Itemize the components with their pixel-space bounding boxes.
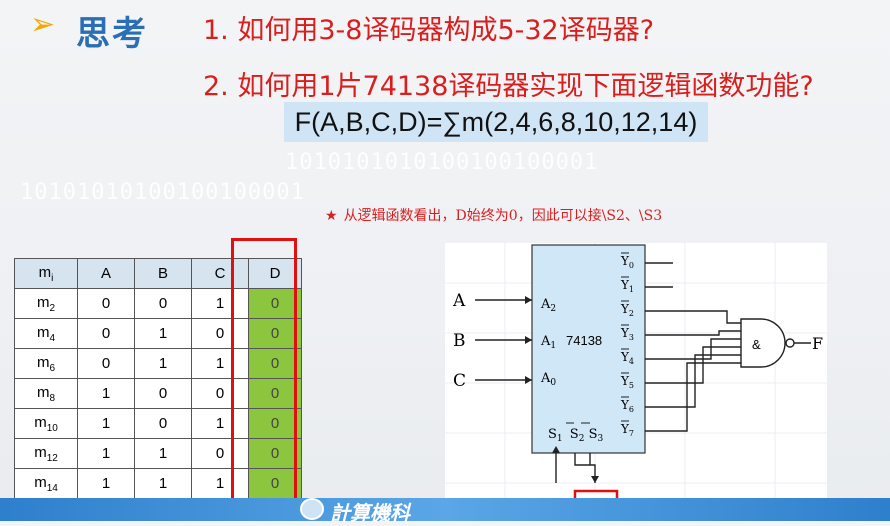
table-row: m14 1 1 1 0 bbox=[14, 468, 302, 499]
svg-text:Y1: Y1 bbox=[620, 278, 634, 294]
cell-d: 0 bbox=[248, 318, 302, 349]
decoder-circuit: A B C A2 A1 74138 A0 S1 S2 S3 Y0 Y1 Y2 Y… bbox=[445, 243, 827, 521]
footer-logo-text: 計算機科 bbox=[330, 501, 410, 525]
svg-text:Y6: Y6 bbox=[620, 398, 634, 414]
table-row: m2 0 0 1 0 bbox=[14, 288, 302, 319]
col-header-d: D bbox=[248, 258, 302, 289]
cell-a: 1 bbox=[77, 438, 135, 469]
bullet-arrow-icon: ➢ bbox=[30, 8, 56, 41]
logic-formula: F(A,B,C,D)=∑m(2,4,6,8,10,12,14) bbox=[284, 102, 708, 142]
cell-minterm: m10 bbox=[14, 408, 78, 439]
svg-text:Y0: Y0 bbox=[620, 254, 634, 270]
input-label-c: C bbox=[453, 371, 466, 391]
circuit-svg: A B C A2 A1 74138 A0 S1 S2 S3 Y0 Y1 Y2 Y… bbox=[445, 243, 827, 521]
cell-b: 0 bbox=[134, 288, 192, 319]
d-column-highlight bbox=[231, 238, 297, 508]
col-header-c: C bbox=[191, 258, 249, 289]
input-label-b: B bbox=[453, 331, 466, 351]
cell-d: 0 bbox=[248, 378, 302, 409]
note-text: 从逻辑函数看出，D始终为0，因此可以接\S2、\S3 bbox=[343, 208, 663, 224]
output-pins: Y0 Y1 Y2 Y3 Y4 Y5 Y6 Y7 bbox=[620, 254, 634, 438]
cell-minterm: m6 bbox=[14, 348, 78, 379]
star-icon: ★ bbox=[325, 208, 338, 224]
col-header-mi: mi bbox=[14, 258, 78, 289]
cell-d: 0 bbox=[248, 408, 302, 439]
svg-text:Y7: Y7 bbox=[620, 422, 634, 438]
background-binary-2: 10101010100100100001 bbox=[20, 180, 305, 205]
cell-minterm: m14 bbox=[14, 468, 78, 499]
pin-a2: A2 bbox=[540, 297, 556, 314]
pin-a0: A0 bbox=[540, 371, 556, 388]
and-gate bbox=[740, 318, 786, 368]
cell-minterm: m4 bbox=[14, 318, 78, 349]
inverter-bubble bbox=[785, 338, 795, 348]
question-1: 1. 如何用3-8译码器构成5-32译码器? bbox=[203, 15, 655, 46]
cell-d: 0 bbox=[248, 348, 302, 379]
cell-a: 1 bbox=[77, 408, 135, 439]
cell-a: 1 bbox=[77, 378, 135, 409]
cell-c: 1 bbox=[191, 468, 249, 499]
cell-b: 1 bbox=[134, 438, 192, 469]
cell-d: 0 bbox=[248, 468, 302, 499]
table-header-row: mi A B C D bbox=[14, 258, 302, 289]
question-2: 2. 如何用1片74138译码器实现下面逻辑函数功能? bbox=[203, 71, 814, 102]
footer-bar bbox=[0, 498, 890, 521]
note: ★ 从逻辑函数看出，D始终为0，因此可以接\S2、\S3 bbox=[325, 205, 662, 225]
cell-a: 0 bbox=[77, 318, 135, 349]
cell-c: 0 bbox=[191, 378, 249, 409]
table-row: m8 1 0 0 0 bbox=[14, 378, 302, 409]
chip-name: 74138 bbox=[566, 333, 602, 348]
svg-text:Y4: Y4 bbox=[620, 350, 634, 366]
cell-minterm: m12 bbox=[14, 438, 78, 469]
and-gate-label: & bbox=[752, 337, 761, 352]
col-header-b: B bbox=[134, 258, 192, 289]
cell-a: 0 bbox=[77, 288, 135, 319]
pin-a1: A1 bbox=[540, 334, 556, 351]
cell-d: 0 bbox=[248, 438, 302, 469]
input-label-a: A bbox=[452, 291, 466, 311]
svg-text:Y3: Y3 bbox=[620, 326, 634, 342]
table-row: m4 0 1 0 0 bbox=[14, 318, 302, 349]
cell-d: 0 bbox=[248, 288, 302, 319]
col-header-a: A bbox=[77, 258, 135, 289]
cell-a: 1 bbox=[77, 468, 135, 499]
cell-a: 0 bbox=[77, 348, 135, 379]
output-label-f: F bbox=[812, 334, 823, 353]
cell-b: 1 bbox=[134, 348, 192, 379]
university-emblem-icon bbox=[300, 498, 324, 520]
svg-text:Y2: Y2 bbox=[620, 302, 634, 318]
pin-enables: S1 S2 S3 bbox=[548, 427, 603, 445]
section-title: 思考 bbox=[76, 14, 148, 54]
background-binary-1: 1010101010100100100001 bbox=[285, 150, 599, 175]
cell-minterm: m2 bbox=[14, 288, 78, 319]
cell-b: 1 bbox=[134, 468, 192, 499]
cell-b: 1 bbox=[134, 318, 192, 349]
cell-b: 0 bbox=[134, 378, 192, 409]
cell-minterm: m8 bbox=[14, 378, 78, 409]
cell-b: 0 bbox=[134, 408, 192, 439]
svg-text:Y5: Y5 bbox=[620, 374, 634, 390]
truth-table: mi A B C D m2 0 0 1 0 m4 0 1 0 0 m6 0 1 … bbox=[14, 258, 302, 499]
